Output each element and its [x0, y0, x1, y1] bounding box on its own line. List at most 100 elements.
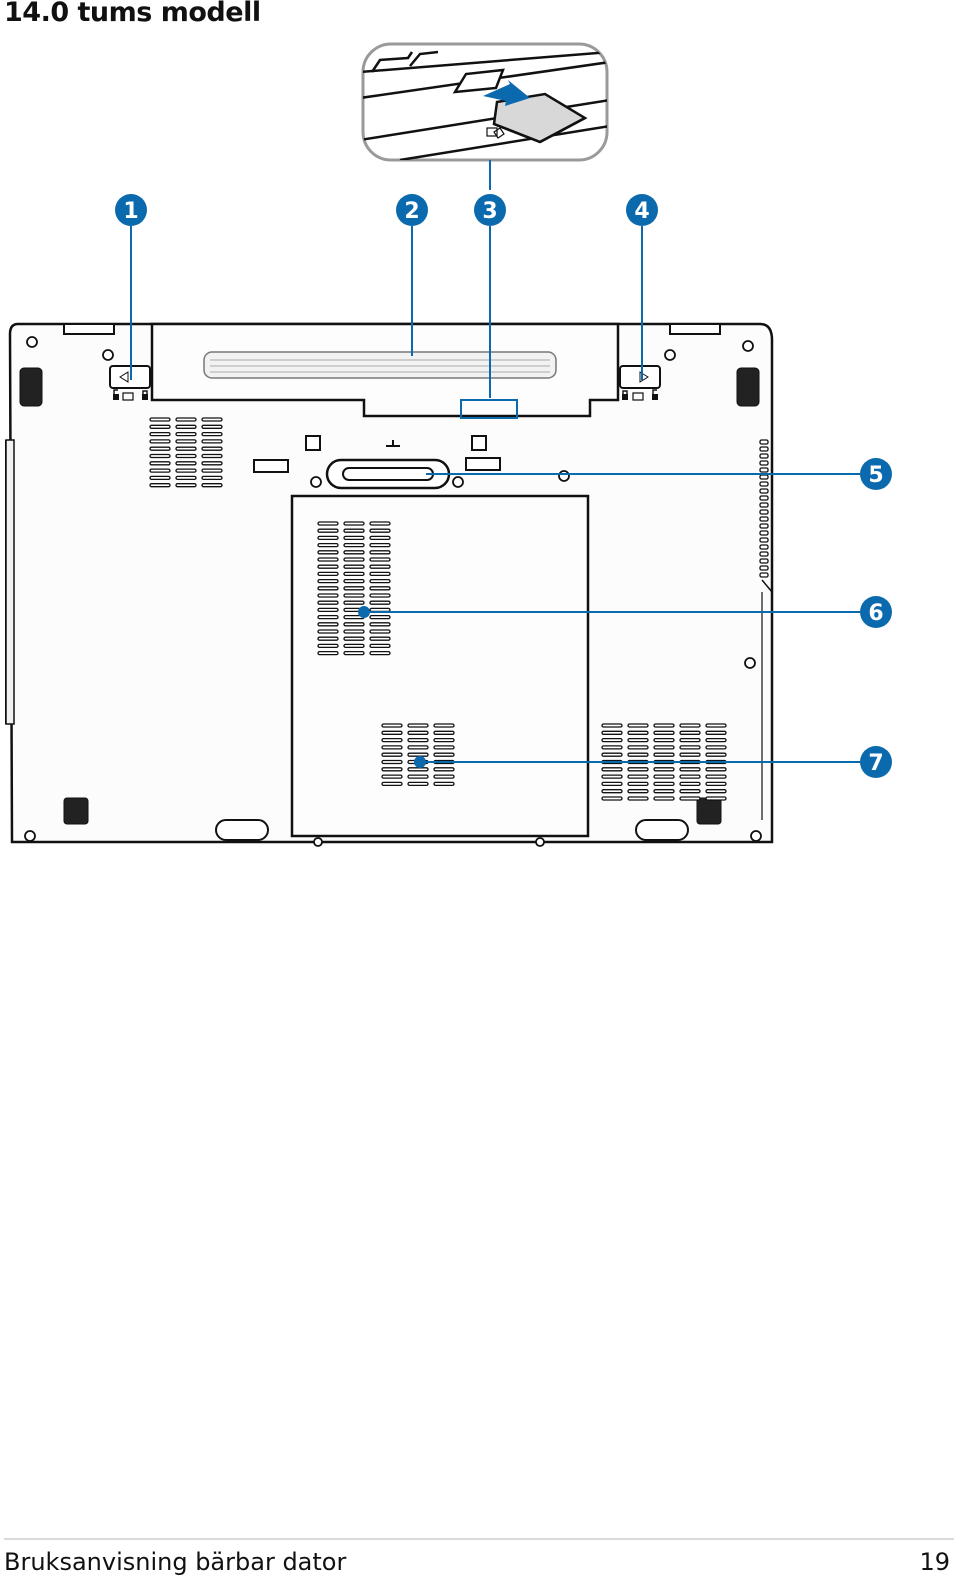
vent-slot	[679, 796, 701, 801]
callout-1: 1	[115, 194, 147, 226]
vent-slot	[149, 475, 171, 481]
vent-slot	[369, 607, 391, 613]
vent-slot	[705, 796, 727, 801]
vent-slot	[149, 468, 171, 473]
vent-slot	[759, 572, 769, 578]
callout-4: 4	[626, 194, 658, 226]
vent-slot	[601, 723, 623, 728]
battery-lock-right	[619, 365, 661, 401]
vent-slot	[201, 439, 223, 444]
vent-slot	[369, 571, 391, 577]
vent-slot	[175, 417, 197, 422]
vent-slot	[759, 446, 769, 452]
vent-slot	[317, 528, 339, 533]
footer-manual-title: Bruksanvisning bärbar dator	[4, 1548, 347, 1576]
vent-slot	[627, 781, 649, 787]
battery-icon	[632, 392, 644, 401]
vent-slot	[149, 483, 171, 488]
vent-slot	[317, 622, 339, 627]
vent-slot	[759, 516, 769, 522]
svg-text:1: 1	[123, 199, 138, 224]
vent-slot	[175, 453, 197, 459]
svg-text:3: 3	[482, 199, 497, 224]
vent-slot	[343, 586, 365, 591]
vent-slot	[407, 767, 429, 772]
callout-3: 3	[474, 194, 506, 226]
vent-slot	[759, 502, 769, 508]
vent-slot	[317, 586, 339, 591]
vent-slot	[369, 643, 391, 649]
vent-slot	[705, 781, 727, 787]
vent-slot	[627, 796, 649, 801]
vent-slot	[201, 424, 223, 429]
vent-slot	[653, 752, 675, 757]
vent-slot	[317, 650, 339, 656]
docking-port	[325, 458, 451, 490]
vent-slot	[759, 544, 769, 550]
vent-slot	[759, 509, 769, 515]
vent-slot	[175, 475, 197, 481]
card-icon	[486, 127, 505, 139]
vent-slot	[369, 528, 391, 533]
vent-slot	[317, 564, 339, 569]
vent-slot	[679, 752, 701, 757]
vent-slot	[149, 417, 171, 422]
vent-slot	[705, 774, 727, 779]
vent-slot	[407, 737, 429, 743]
callout-6: 6	[860, 596, 892, 628]
unlock-icon	[652, 389, 658, 400]
vent-slot	[317, 535, 339, 541]
vent-slot	[149, 453, 171, 459]
vent-slot	[381, 737, 403, 743]
vent-slot	[343, 600, 365, 605]
vent-slot	[407, 723, 429, 728]
vent-slot	[627, 752, 649, 757]
vent-slot	[317, 571, 339, 577]
vent-slot	[175, 446, 197, 451]
vent-slot	[679, 730, 701, 735]
vent-slot	[653, 781, 675, 787]
vent-slot	[433, 737, 455, 743]
vent-slot	[381, 774, 403, 779]
vent-slot	[343, 564, 365, 569]
vent-slot	[175, 439, 197, 444]
vent-slot	[601, 796, 623, 801]
callout-7: 7	[860, 746, 892, 778]
vent-slot	[601, 781, 623, 787]
vent-slot	[705, 730, 727, 735]
screws	[24, 336, 762, 847]
vent-slot	[653, 774, 675, 779]
vent-slot	[381, 781, 403, 787]
vent-slot	[679, 745, 701, 750]
vent-slot	[759, 439, 769, 445]
vent-slot	[705, 752, 727, 757]
vent-slot	[759, 453, 769, 459]
vent-slot	[175, 468, 197, 473]
vent-slot	[343, 578, 365, 584]
vent-slot	[317, 629, 339, 634]
vent-slot	[705, 789, 727, 794]
vent-slot	[149, 439, 171, 444]
callout-5: 5	[860, 458, 892, 490]
lock-icon	[622, 390, 628, 400]
page-title: 14.0 tums modell	[4, 0, 261, 28]
vent-slot	[201, 461, 223, 466]
vent-slot	[407, 752, 429, 757]
vent-slot	[601, 737, 623, 743]
vent-slot	[369, 550, 391, 555]
vent-slot	[201, 468, 223, 473]
vent-slot	[201, 417, 223, 422]
vent-slot	[317, 550, 339, 555]
vent-slot	[705, 737, 727, 743]
vent-slot	[343, 650, 365, 656]
insert-arrow-icon	[483, 80, 530, 106]
vent-slot	[201, 446, 223, 451]
vent-slot	[149, 424, 171, 429]
vent-slot	[433, 752, 455, 757]
vent-slot	[343, 622, 365, 627]
vent-slot	[627, 737, 649, 743]
vent-slot	[175, 424, 197, 429]
vent-slot	[653, 737, 675, 743]
vent-slot	[433, 774, 455, 779]
vent-slot	[679, 789, 701, 794]
